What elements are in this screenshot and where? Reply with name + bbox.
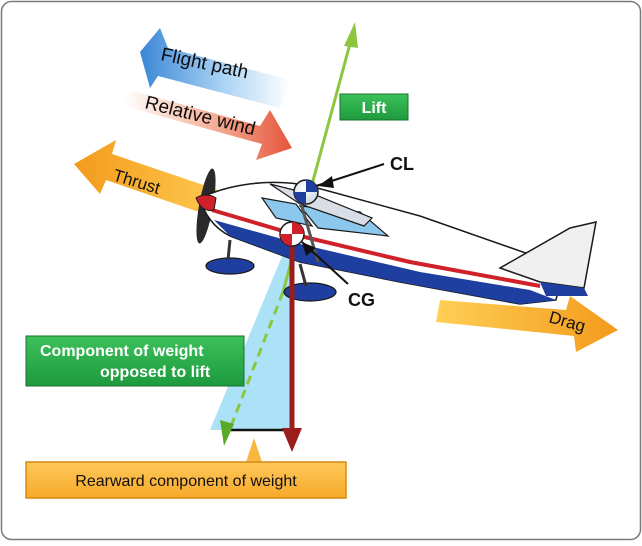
airplane-illustration — [195, 168, 597, 305]
component-weight-box: Component of weight opposed to lift — [25, 335, 245, 387]
cl-label: CL — [390, 154, 414, 174]
rearward-label: Rearward component of weight — [75, 473, 297, 490]
rearward-weight-box: Rearward component of weight — [25, 438, 347, 499]
weight-arrow — [282, 240, 302, 452]
lift-box: Lift — [339, 93, 409, 121]
component-label-line2: opposed to lift — [100, 364, 211, 381]
lift-label: Lift — [362, 100, 388, 117]
cg-marker: CG — [279, 221, 375, 310]
component-label-line1: Component of weight — [40, 343, 204, 360]
cl-marker: CL — [293, 154, 414, 205]
cg-label: CG — [348, 290, 375, 310]
drag-arrow: Drag — [436, 296, 618, 352]
